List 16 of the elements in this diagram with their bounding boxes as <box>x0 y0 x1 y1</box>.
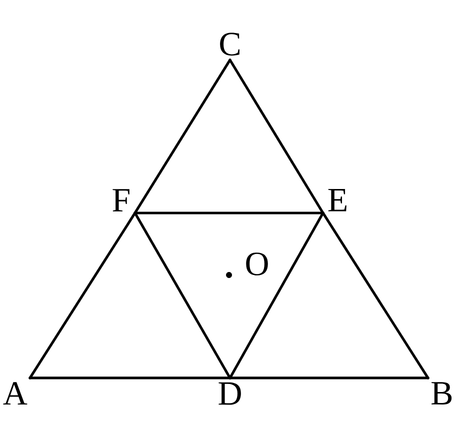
line-segment <box>228 212 324 380</box>
point-label: F <box>112 189 130 212</box>
point-label: B <box>432 382 452 404</box>
line-segment <box>134 212 324 214</box>
point-label: A <box>3 382 28 405</box>
point-label: O <box>246 252 268 276</box>
line-segment <box>322 212 430 380</box>
line-segment <box>228 58 324 214</box>
line-segment <box>134 58 232 214</box>
line-segment <box>228 376 430 380</box>
point-label: E <box>328 188 346 212</box>
line-segment <box>28 212 136 380</box>
point-label: D <box>218 382 241 405</box>
line-segment <box>134 212 232 380</box>
point-label: C <box>220 32 240 56</box>
line-segment <box>28 376 232 380</box>
